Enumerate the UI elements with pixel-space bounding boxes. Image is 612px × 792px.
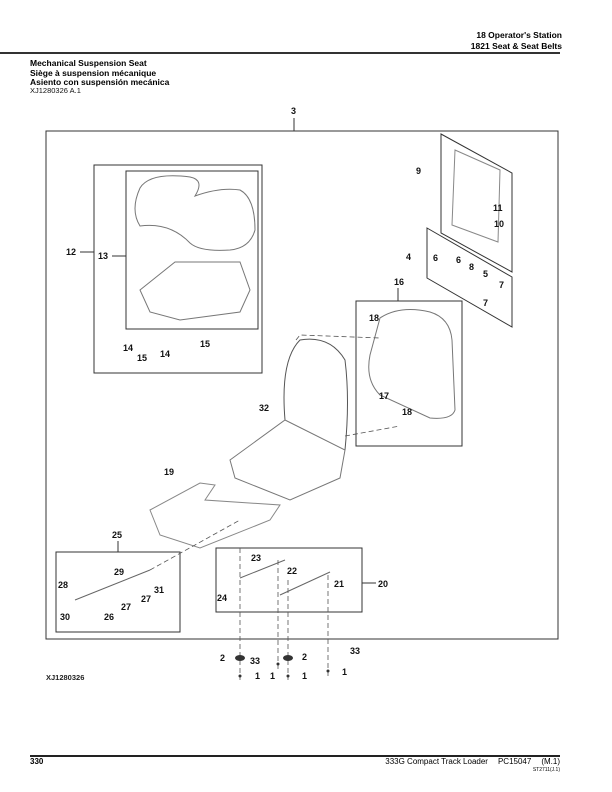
cushion-box [125, 170, 259, 330]
header-rule [0, 52, 560, 54]
callout-6: 6 [433, 253, 438, 263]
callout-13: 13 [98, 251, 108, 261]
callout-16: 16 [394, 277, 404, 287]
callout-27b: 27 [121, 602, 131, 612]
callout-26: 26 [104, 612, 114, 622]
backrest-box [355, 300, 463, 447]
callout-23: 23 [251, 553, 261, 563]
callout-19: 19 [164, 467, 174, 477]
revision: (M.1) [541, 757, 560, 766]
group-title: 1821 Seat & Seat Belts [470, 41, 562, 51]
slide-rail-box [215, 547, 363, 613]
backrest-cover-panel [440, 133, 513, 273]
callout-1d: 1 [342, 667, 347, 677]
callout-7b: 7 [483, 298, 488, 308]
callout-24: 24 [217, 593, 227, 603]
callout-14b: 14 [160, 349, 170, 359]
cushion-kit-box [93, 164, 263, 374]
callout-10: 10 [494, 219, 504, 229]
callout-1: 1 [255, 671, 260, 681]
title-french: Siège à suspension mécanique [30, 67, 157, 78]
model-name: 333G Compact Track Loader [385, 757, 488, 766]
callout-27: 27 [141, 594, 151, 604]
callout-33b: 33 [350, 646, 360, 656]
figure-id: XJ1280326 [46, 673, 85, 682]
title-english: Mechanical Suspension Seat [30, 58, 147, 68]
callout-28: 28 [58, 580, 68, 590]
callout-15b: 15 [200, 339, 210, 349]
callout-4: 4 [406, 252, 411, 262]
callout-17: 17 [379, 391, 389, 401]
callout-33: 33 [250, 656, 260, 666]
callout-18b: 18 [402, 407, 412, 417]
callout-1b: 1 [270, 671, 275, 681]
page-title: Mechanical Suspension Seat Siège à suspe… [30, 58, 170, 88]
callout-8: 8 [469, 262, 474, 272]
callout-31: 31 [154, 585, 164, 595]
title-spanish: Asiento con suspensión mecánica [30, 77, 170, 87]
page-number: 330 [30, 757, 44, 766]
footer-rule [30, 755, 560, 757]
callout-9: 9 [416, 166, 421, 176]
callout-14: 14 [123, 343, 133, 353]
assembly-frame [45, 130, 559, 640]
callout-2: 2 [220, 653, 225, 663]
callout-29: 29 [114, 567, 124, 577]
callout-2b: 2 [302, 652, 307, 662]
callout-30: 30 [60, 612, 70, 622]
catalog-number: PC15047 [497, 757, 532, 766]
callout-21: 21 [334, 579, 344, 589]
callout-12: 12 [66, 247, 76, 257]
callout-3: 3 [291, 106, 296, 116]
callout-20: 20 [378, 579, 388, 589]
callout-22: 22 [287, 566, 297, 576]
callout-6b: 6 [456, 255, 461, 265]
callout-18: 18 [369, 313, 379, 323]
callout-5: 5 [483, 269, 488, 279]
callout-32: 32 [259, 403, 269, 413]
callout-7: 7 [499, 280, 504, 290]
callout-1c: 1 [302, 671, 307, 681]
footer-info: 333G Compact Track Loader PC15047 (M.1) [375, 757, 560, 766]
reference-id: XJ1280326 A.1 [30, 86, 81, 95]
section-header: 18 Operator's Station 1821 Seat & Seat B… [471, 30, 562, 52]
callout-15: 15 [137, 353, 147, 363]
st-code: ST2711(J.1) [532, 767, 560, 773]
callout-11: 11 [493, 203, 503, 213]
section-title: 18 Operator's Station [476, 30, 562, 40]
callout-25: 25 [112, 530, 122, 540]
hardware-panel [426, 227, 513, 328]
